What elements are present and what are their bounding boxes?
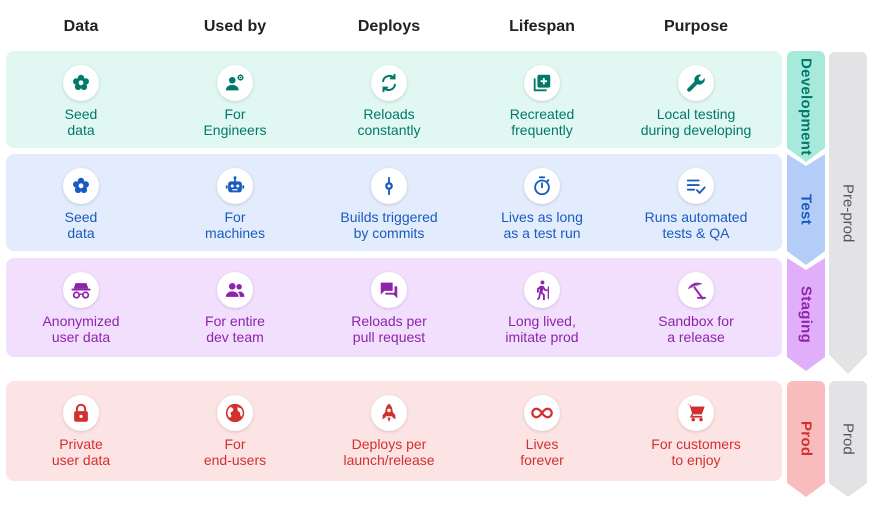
- header-used-by: Used by: [203, 18, 267, 35]
- stage-label: Staging: [797, 285, 815, 344]
- cell-label: Lives as long as a test run: [501, 209, 583, 241]
- stage-row-development: Seed data For Engineers Reloads constantly…: [6, 51, 782, 148]
- lock-icon: [63, 395, 99, 431]
- infinity-icon: [524, 395, 560, 431]
- header-lifespan: Lifespan: [509, 18, 575, 35]
- stage-row-test: Seed data For machines Builds triggered by…: [6, 154, 782, 251]
- stage-cell: Reloads constantly: [314, 65, 464, 138]
- cell-label: Builds triggered by commits: [340, 209, 438, 241]
- cell-label: Reloads constantly: [357, 106, 421, 138]
- stage-cell: Runs automated tests & QA: [621, 168, 771, 241]
- cell-label: For customers to enjoy: [651, 436, 741, 468]
- stage-band-development: Development: [787, 51, 825, 162]
- stage-cell: Private user data: [6, 395, 156, 468]
- stage-row-staging: Anonymized user data For entire dev team R…: [6, 258, 782, 357]
- timer-icon: [524, 168, 560, 204]
- stage-cell: Seed data: [6, 65, 156, 138]
- env-band-prod: Prod: [829, 381, 867, 497]
- cell-label: Sandbox for a release: [658, 313, 734, 345]
- beach-umbrella-icon: [678, 272, 714, 308]
- commit-icon: [371, 168, 407, 204]
- header-purpose: Purpose: [663, 18, 728, 35]
- chat-icon: [371, 272, 407, 308]
- stage-cell: Sandbox for a release: [621, 272, 771, 345]
- header-data: Data: [63, 18, 99, 35]
- stage-row-prod: Private user data For end-users Deploys pe…: [6, 381, 782, 481]
- env-band-preprod: Pre-prod: [829, 52, 867, 374]
- cell-label: Recreated frequently: [509, 106, 575, 138]
- stage-cell: For Engineers: [160, 65, 310, 138]
- env-label-preprod: Pre-prod: [839, 183, 857, 243]
- globe-icon: [217, 395, 253, 431]
- stage-cell: Recreated frequently: [467, 65, 617, 138]
- cell-label: For entire dev team: [205, 313, 265, 345]
- cell-label: Deploys per launch/release: [343, 436, 435, 468]
- cell-label: Private user data: [51, 436, 111, 468]
- flower-icon: [63, 65, 99, 101]
- add-box-icon: [524, 65, 560, 101]
- stage-band-prod: Prod: [787, 381, 825, 497]
- stage-cell: For machines: [160, 168, 310, 241]
- header-deploys: Deploys: [357, 18, 421, 35]
- stage-band-test: Test: [787, 154, 825, 265]
- engineer-icon: [217, 65, 253, 101]
- env-label-prod: Prod: [839, 423, 857, 455]
- cell-label: Runs automated tests & QA: [644, 209, 748, 241]
- stage-cell: Reloads per pull request: [314, 272, 464, 345]
- wrench-icon: [678, 65, 714, 101]
- stage-band-staging: Staging: [787, 258, 825, 371]
- stage-label: Prod: [797, 421, 815, 457]
- sync-icon: [371, 65, 407, 101]
- stage-cell: Anonymized user data: [6, 272, 156, 345]
- stage-cell: Local testing during developing: [621, 65, 771, 138]
- cell-label: For machines: [205, 209, 265, 241]
- cell-label: Lives forever: [520, 436, 564, 468]
- hiker-icon: [524, 272, 560, 308]
- cell-label: Long lived, imitate prod: [505, 313, 579, 345]
- cell-label: Seed data: [64, 106, 98, 138]
- stage-cell: Lives forever: [467, 395, 617, 468]
- incognito-icon: [63, 272, 99, 308]
- checklist-icon: [678, 168, 714, 204]
- stage-cell: Seed data: [6, 168, 156, 241]
- stage-label: Development: [797, 57, 815, 156]
- robot-icon: [217, 168, 253, 204]
- group-icon: [217, 272, 253, 308]
- stage-cell: Long lived, imitate prod: [467, 272, 617, 345]
- stage-label: Test: [797, 194, 815, 225]
- cell-label: Reloads per pull request: [351, 313, 427, 345]
- column-headers: Data Used by Deploys Lifespan Purpose: [0, 18, 780, 42]
- rocket-icon: [371, 395, 407, 431]
- stage-cell: Lives as long as a test run: [467, 168, 617, 241]
- flower-icon: [63, 168, 99, 204]
- stage-cell: For entire dev team: [160, 272, 310, 345]
- stage-cell: Deploys per launch/release: [314, 395, 464, 468]
- cell-label: Anonymized user data: [42, 313, 120, 345]
- stage-cell: For customers to enjoy: [621, 395, 771, 468]
- cart-icon: [678, 395, 714, 431]
- cell-label: For Engineers: [203, 106, 267, 138]
- stage-cell: For end-users: [160, 395, 310, 468]
- cell-label: Seed data: [64, 209, 98, 241]
- cell-label: For end-users: [203, 436, 267, 468]
- cell-label: Local testing during developing: [640, 106, 752, 138]
- stage-cell: Builds triggered by commits: [314, 168, 464, 241]
